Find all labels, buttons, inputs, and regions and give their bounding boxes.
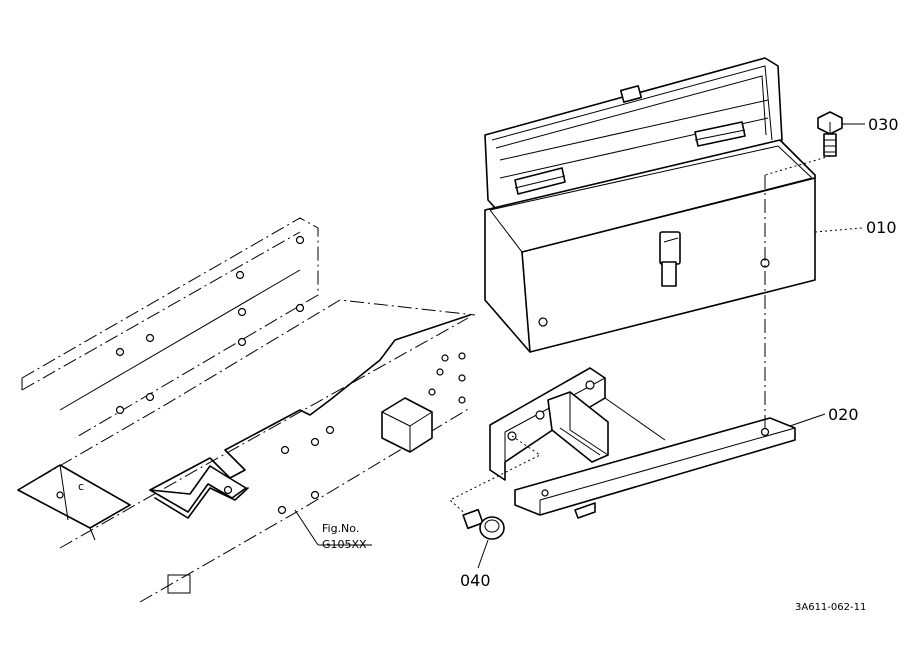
frame-rail: c xyxy=(17,217,476,603)
bracket-020 xyxy=(489,367,796,519)
fig-label: Fig.No. xyxy=(322,522,359,535)
drawing-code: 3A611-062-11 xyxy=(795,602,866,613)
bolt-030 xyxy=(764,111,843,176)
figure-reference: Fig.No. G105XX xyxy=(294,509,372,551)
part-label-040: 040 xyxy=(460,571,491,590)
part-label-010: 010 xyxy=(866,218,897,237)
svg-text:c: c xyxy=(78,480,84,493)
leader-lines xyxy=(477,123,865,569)
part-label-020: 020 xyxy=(828,405,859,424)
part-label-030: 030 xyxy=(868,115,899,134)
tool-box-010 xyxy=(484,57,816,353)
bolt-040 xyxy=(449,435,541,540)
fig-number: G105XX xyxy=(322,538,367,551)
